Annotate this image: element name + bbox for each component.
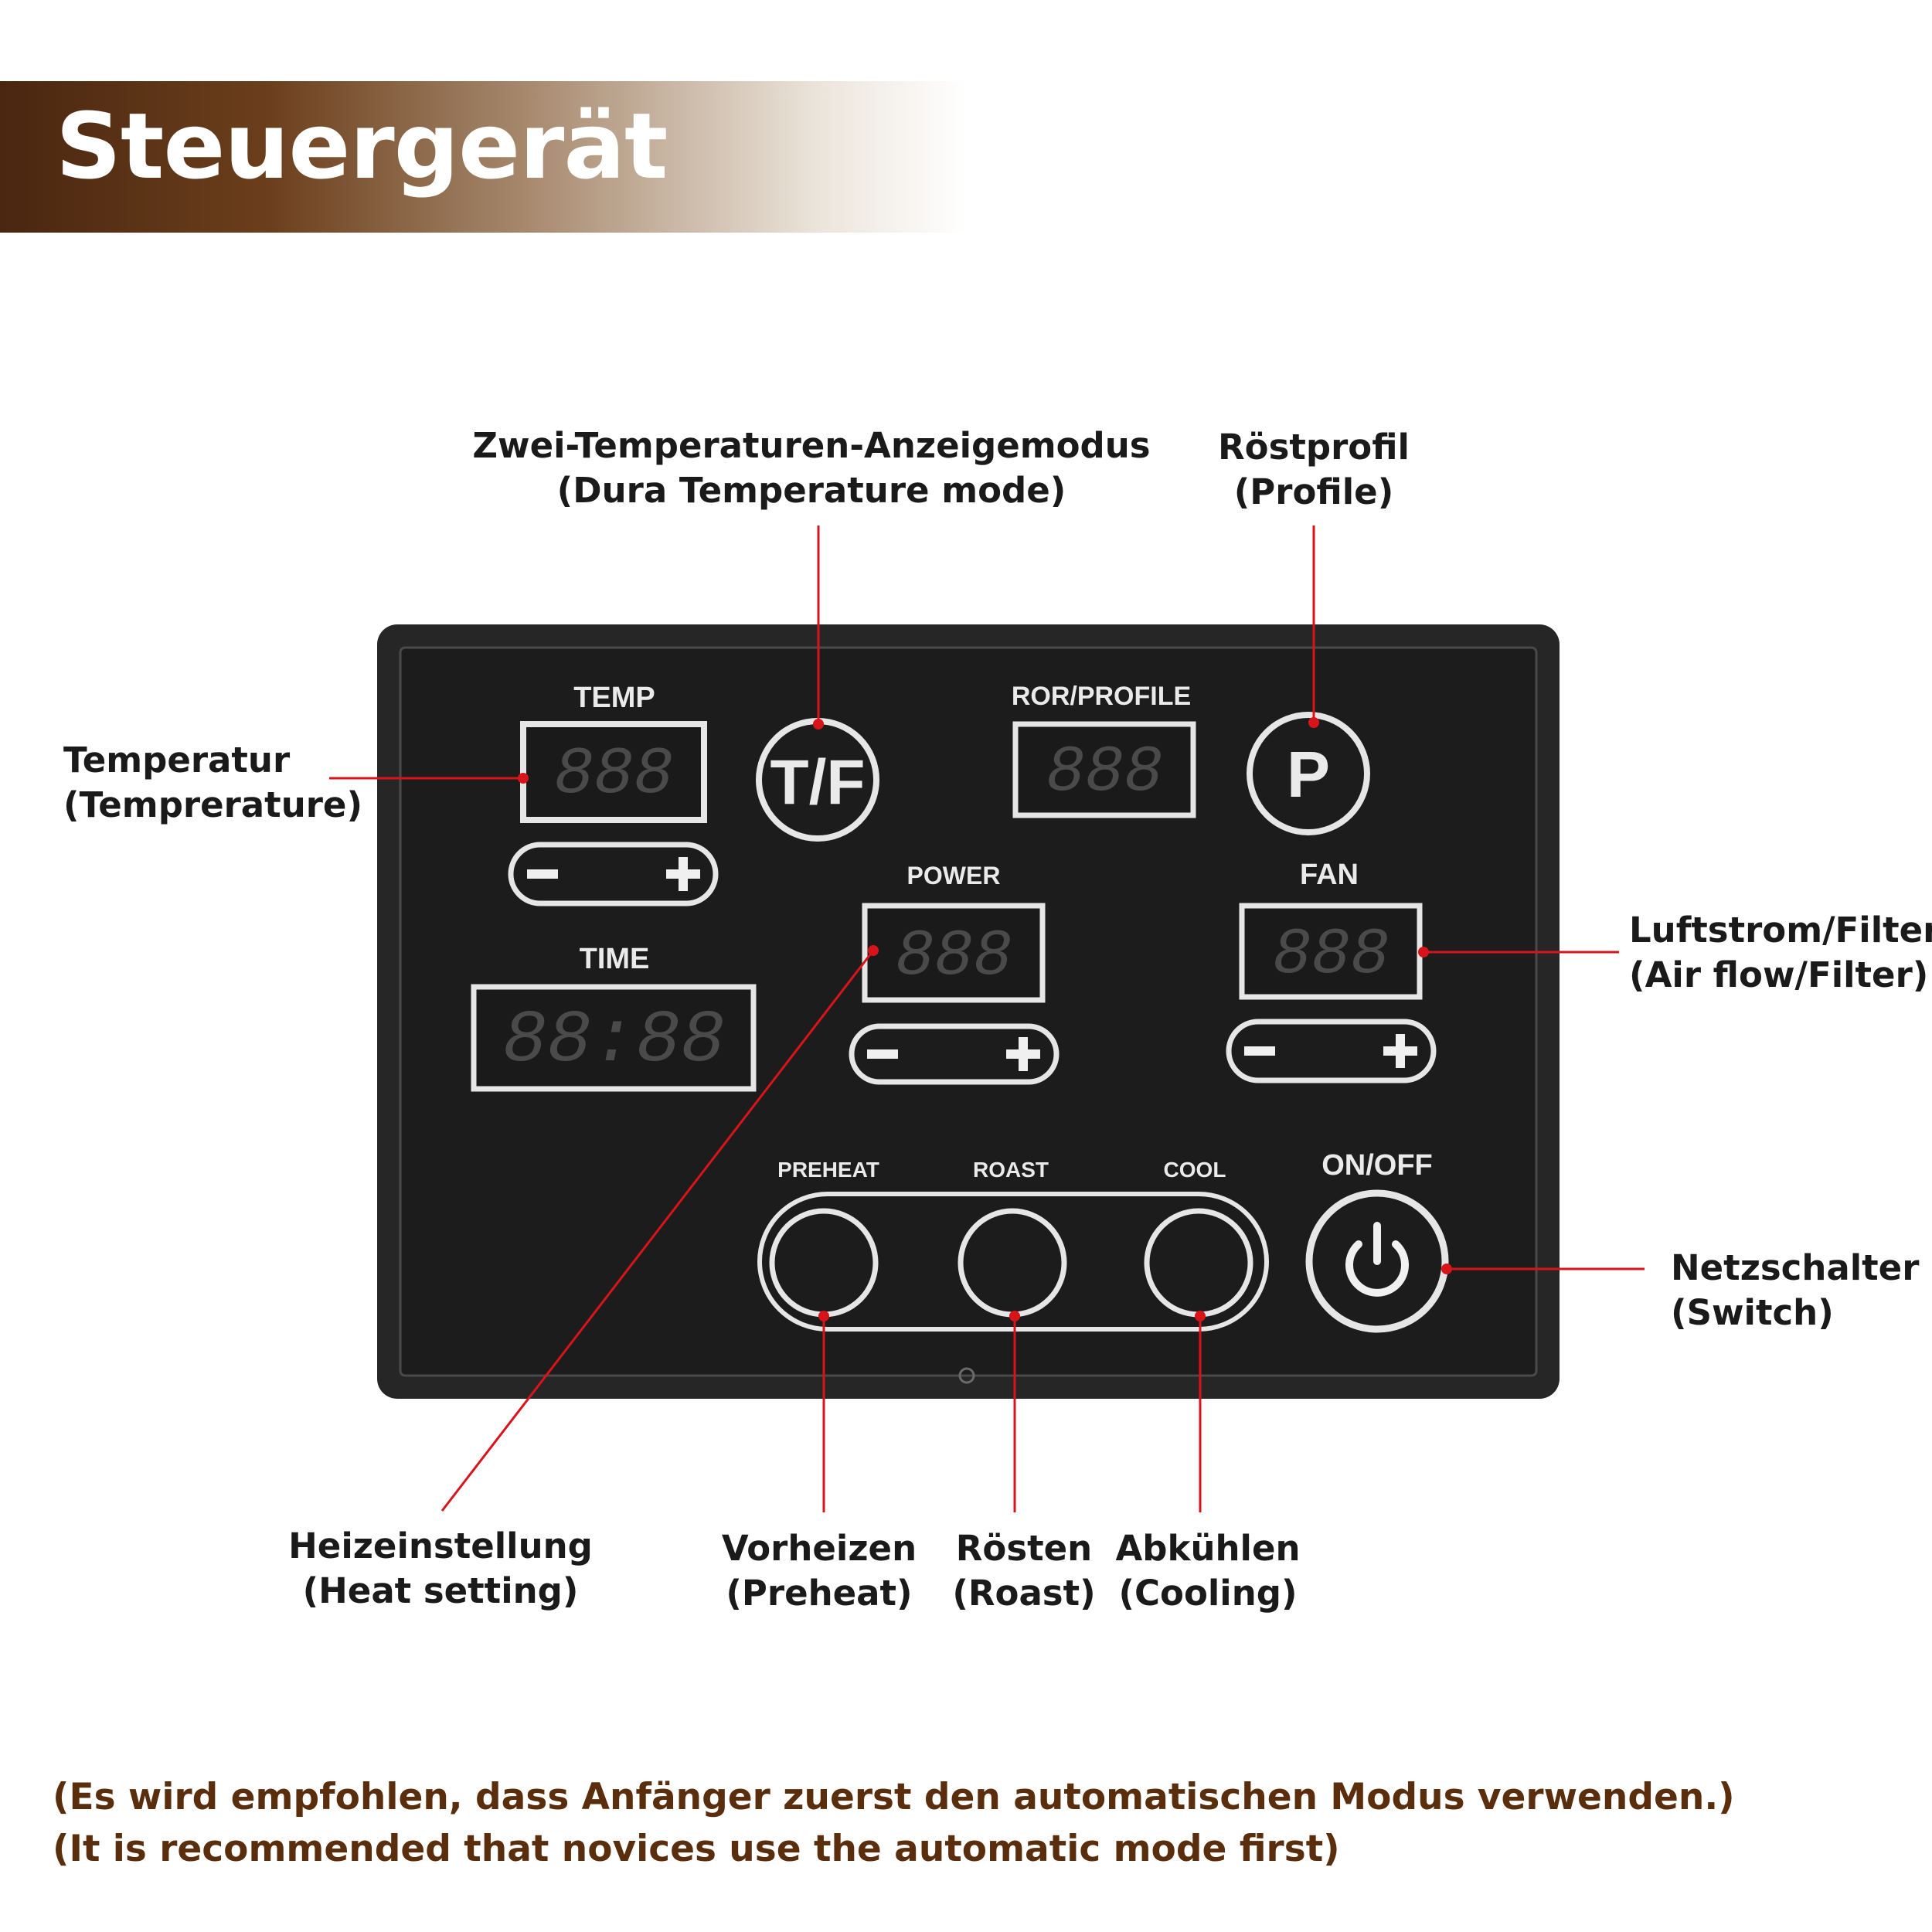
- plus-icon[interactable]: [1006, 1037, 1040, 1071]
- control-panel: [399, 646, 1538, 1377]
- fan-display: [1239, 903, 1423, 1000]
- profile-button[interactable]: [1247, 712, 1370, 835]
- on-off-label: ON/OFF: [1321, 1149, 1433, 1182]
- plus-icon[interactable]: [666, 857, 700, 891]
- footer-note-en: (It is recommended that novices use the …: [53, 1828, 1340, 1870]
- time-label: TIME: [580, 943, 650, 975]
- on-off-button[interactable]: [1305, 1189, 1449, 1333]
- power-label: POWER: [907, 862, 1001, 889]
- power-stepper[interactable]: [849, 1023, 1060, 1085]
- leader-lines: [329, 526, 1645, 1512]
- minus-icon[interactable]: [1244, 1046, 1275, 1056]
- annotation-roast: Rösten (Roast): [952, 1528, 1096, 1614]
- annotation-switch: Netzschalter (Switch): [1671, 1247, 1920, 1333]
- panel-screw: [958, 1367, 975, 1384]
- annotation-profile: Röstprofil (Profile): [1218, 427, 1410, 512]
- power-display: [862, 903, 1046, 1003]
- annotation-temperature: Temperatur (Temprerature): [63, 740, 363, 825]
- minus-icon[interactable]: [527, 869, 558, 879]
- temp-display-digits: 888: [554, 736, 674, 812]
- annotation-airflow: Luftstrom/Filter (Air flow/Filter): [1629, 910, 1932, 995]
- temp-label: TEMP: [573, 682, 655, 714]
- leader-dots: [518, 717, 1452, 1321]
- tf-button-label: T/F: [770, 747, 866, 818]
- annotation-dual-temp: Zwei-Temperaturen-Anzeigemodus (Dura Tem…: [472, 425, 1151, 511]
- profile-button-label: P: [1287, 738, 1330, 811]
- footer-note-de: (Es wird empfohlen, dass Anfänger zuerst…: [53, 1776, 1735, 1818]
- preheat-label: PREHEAT: [777, 1158, 879, 1182]
- cool-label: COOL: [1164, 1158, 1226, 1182]
- minus-icon[interactable]: [867, 1049, 898, 1059]
- ror-profile-display: [1012, 721, 1196, 818]
- temp-stepper[interactable]: [508, 842, 719, 906]
- annotation-preheat: Vorheizen (Preheat): [721, 1528, 917, 1614]
- time-display-digits: 88:88: [502, 998, 725, 1083]
- fan-label: FAN: [1300, 859, 1359, 891]
- title-banner: [0, 81, 966, 233]
- temp-display: [520, 721, 707, 823]
- power-display-digits: 888: [895, 920, 1012, 994]
- mode-button-group: [757, 1192, 1269, 1332]
- plus-icon[interactable]: [1383, 1034, 1417, 1068]
- fan-display-digits: 888: [1272, 919, 1389, 992]
- ror-profile-display-digits: 888: [1046, 736, 1162, 810]
- page-title: Steuergerät: [56, 93, 668, 199]
- ror-profile-label: ROR/PROFILE: [1012, 682, 1191, 711]
- roast-label: ROAST: [973, 1158, 1049, 1182]
- time-display: [471, 984, 757, 1092]
- power-icon[interactable]: [1345, 1222, 1409, 1297]
- fan-stepper[interactable]: [1226, 1019, 1437, 1083]
- annotation-heat: Heizeinstellung (Heat setting): [288, 1526, 593, 1611]
- annotation-cooling: Abkühlen (Cooling): [1115, 1528, 1301, 1614]
- footer-note: (Es wird empfohlen, dass Anfänger zuerst…: [53, 1771, 1735, 1875]
- leader-heat: [440, 950, 875, 1512]
